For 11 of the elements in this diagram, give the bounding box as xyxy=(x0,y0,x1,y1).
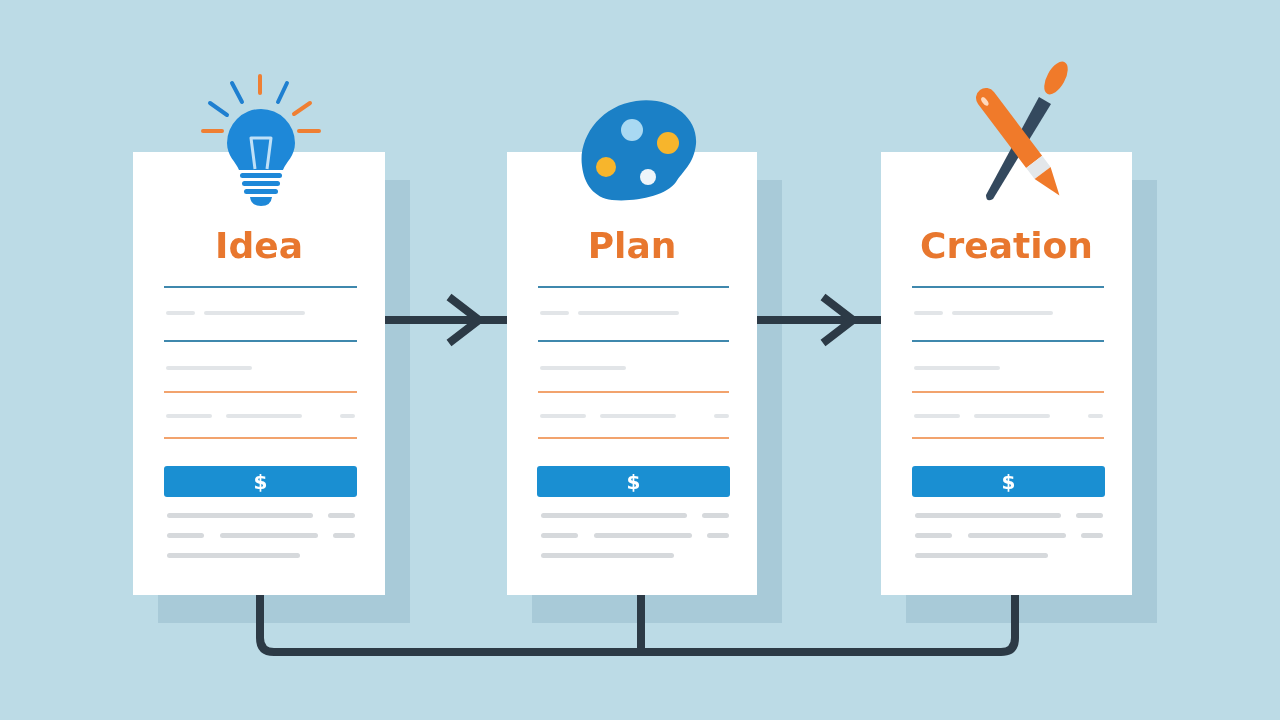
arrow xyxy=(385,293,507,347)
card-title: Creation xyxy=(920,224,1093,268)
card-title: Plan xyxy=(587,224,677,268)
arrow xyxy=(757,293,881,347)
process-card xyxy=(881,152,1132,595)
price-bar: $ xyxy=(912,466,1105,497)
process-card xyxy=(133,152,385,595)
price-bar: $ xyxy=(537,466,730,497)
process-card xyxy=(507,152,757,595)
card-title: Idea xyxy=(215,224,303,268)
price-bar: $ xyxy=(164,466,357,497)
